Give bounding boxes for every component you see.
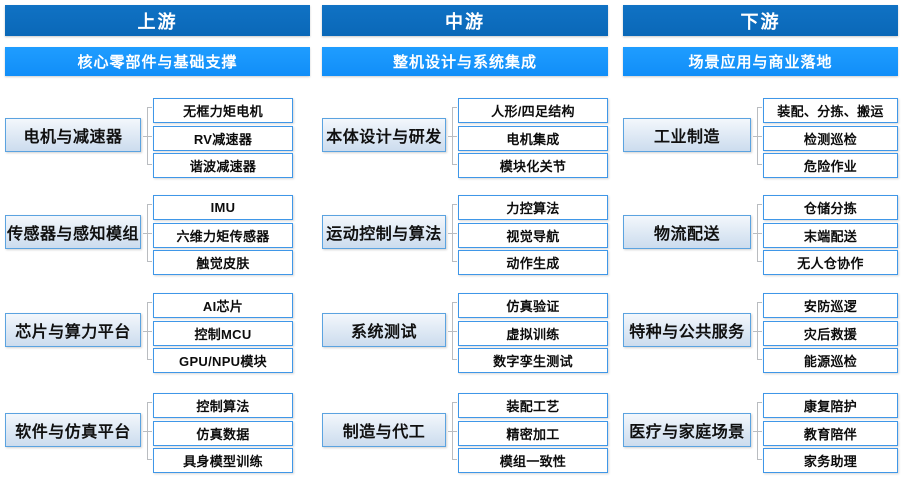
child-box[interactable]: 模组一致性 bbox=[458, 448, 608, 473]
category-box[interactable]: 工业制造 bbox=[623, 118, 751, 152]
row-group: 医疗与家庭场景 康复陪护 教育陪伴 家务助理 bbox=[623, 390, 898, 473]
child-box[interactable]: 灾后救援 bbox=[763, 321, 898, 346]
child-box[interactable]: 人形/四足结构 bbox=[458, 98, 608, 123]
child-box[interactable]: 无人仓协作 bbox=[763, 250, 898, 275]
child-box[interactable]: 危险作业 bbox=[763, 153, 898, 178]
child-box[interactable]: IMU bbox=[153, 195, 293, 220]
child-box[interactable]: 安防巡逻 bbox=[763, 293, 898, 318]
child-box[interactable]: 数字孪生测试 bbox=[458, 348, 608, 373]
tier-header-downstream: 下游 bbox=[623, 5, 898, 36]
row-group: 本体设计与研发 人形/四足结构 电机集成 模块化关节 bbox=[322, 95, 608, 178]
child-box[interactable]: 具身模型训练 bbox=[153, 448, 293, 473]
bracket-connector bbox=[143, 200, 152, 266]
child-box[interactable]: 装配工艺 bbox=[458, 393, 608, 418]
row-group: 电机与减速器 无框力矩电机 RV减速器 谐波减速器 bbox=[5, 95, 310, 178]
row-group: 传感器与感知模组 IMU 六维力矩传感器 触觉皮肤 bbox=[5, 192, 310, 275]
row-group: 系统测试 仿真验证 虚拟训练 数字孪生测试 bbox=[322, 290, 608, 373]
category-box[interactable]: 电机与减速器 bbox=[5, 118, 141, 152]
column-downstream: 下游 场景应用与商业落地 工业制造 装配、分拣、搬运 检测巡检 危险作业 物流配… bbox=[623, 0, 898, 488]
row-group: 芯片与算力平台 AI芯片 控制MCU GPU/NPU模块 bbox=[5, 290, 310, 373]
child-box[interactable]: 视觉导航 bbox=[458, 223, 608, 248]
bracket-connector bbox=[448, 298, 457, 364]
child-box[interactable]: 无框力矩电机 bbox=[153, 98, 293, 123]
category-box[interactable]: 本体设计与研发 bbox=[322, 118, 446, 152]
tier-header-midstream: 中游 bbox=[322, 5, 608, 36]
child-box[interactable]: 六维力矩传感器 bbox=[153, 223, 293, 248]
category-box[interactable]: 芯片与算力平台 bbox=[5, 313, 141, 347]
bracket-connector bbox=[753, 200, 762, 266]
category-box[interactable]: 系统测试 bbox=[322, 313, 446, 347]
bracket-connector bbox=[448, 398, 457, 464]
child-box[interactable]: 仿真数据 bbox=[153, 421, 293, 446]
category-box[interactable]: 运动控制与算法 bbox=[322, 215, 446, 249]
child-box[interactable]: 谐波减速器 bbox=[153, 153, 293, 178]
child-box[interactable]: 控制MCU bbox=[153, 321, 293, 346]
bracket-connector bbox=[143, 103, 152, 169]
child-box[interactable]: GPU/NPU模块 bbox=[153, 348, 293, 373]
tier-subheader-upstream: 核心零部件与基础支撑 bbox=[5, 47, 310, 76]
row-group: 运动控制与算法 力控算法 视觉导航 动作生成 bbox=[322, 192, 608, 275]
bracket-connector bbox=[448, 200, 457, 266]
child-box[interactable]: 康复陪护 bbox=[763, 393, 898, 418]
child-box[interactable]: 动作生成 bbox=[458, 250, 608, 275]
child-box[interactable]: 装配、分拣、搬运 bbox=[763, 98, 898, 123]
row-group: 物流配送 仓储分拣 末端配送 无人仓协作 bbox=[623, 192, 898, 275]
child-box[interactable]: 能源巡检 bbox=[763, 348, 898, 373]
child-box[interactable]: 仿真验证 bbox=[458, 293, 608, 318]
category-box[interactable]: 软件与仿真平台 bbox=[5, 413, 141, 447]
child-box[interactable]: 电机集成 bbox=[458, 126, 608, 151]
child-box[interactable]: 力控算法 bbox=[458, 195, 608, 220]
column-upstream: 上游 核心零部件与基础支撑 电机与减速器 无框力矩电机 RV减速器 谐波减速器 … bbox=[5, 0, 310, 488]
child-box[interactable]: 模块化关节 bbox=[458, 153, 608, 178]
tier-subheader-midstream: 整机设计与系统集成 bbox=[322, 47, 608, 76]
child-box[interactable]: 检测巡检 bbox=[763, 126, 898, 151]
bracket-connector bbox=[753, 103, 762, 169]
child-box[interactable]: 触觉皮肤 bbox=[153, 250, 293, 275]
bracket-connector bbox=[448, 103, 457, 169]
tier-header-upstream: 上游 bbox=[5, 5, 310, 36]
child-box[interactable]: RV减速器 bbox=[153, 126, 293, 151]
row-group: 特种与公共服务 安防巡逻 灾后救援 能源巡检 bbox=[623, 290, 898, 373]
child-box[interactable]: 家务助理 bbox=[763, 448, 898, 473]
child-box[interactable]: 精密加工 bbox=[458, 421, 608, 446]
child-box[interactable]: 教育陪伴 bbox=[763, 421, 898, 446]
tier-subheader-downstream: 场景应用与商业落地 bbox=[623, 47, 898, 76]
row-group: 制造与代工 装配工艺 精密加工 模组一致性 bbox=[322, 390, 608, 473]
category-box[interactable]: 医疗与家庭场景 bbox=[623, 413, 751, 447]
bracket-connector bbox=[753, 398, 762, 464]
category-box[interactable]: 传感器与感知模组 bbox=[5, 215, 141, 249]
bracket-connector bbox=[753, 298, 762, 364]
category-box[interactable]: 特种与公共服务 bbox=[623, 313, 751, 347]
child-box[interactable]: 末端配送 bbox=[763, 223, 898, 248]
category-box[interactable]: 制造与代工 bbox=[322, 413, 446, 447]
child-box[interactable]: 仓储分拣 bbox=[763, 195, 898, 220]
row-group: 软件与仿真平台 控制算法 仿真数据 具身模型训练 bbox=[5, 390, 310, 473]
child-box[interactable]: AI芯片 bbox=[153, 293, 293, 318]
category-box[interactable]: 物流配送 bbox=[623, 215, 751, 249]
bracket-connector bbox=[143, 298, 152, 364]
child-box[interactable]: 控制算法 bbox=[153, 393, 293, 418]
bracket-connector bbox=[143, 398, 152, 464]
column-midstream: 中游 整机设计与系统集成 本体设计与研发 人形/四足结构 电机集成 模块化关节 … bbox=[322, 0, 608, 488]
child-box[interactable]: 虚拟训练 bbox=[458, 321, 608, 346]
row-group: 工业制造 装配、分拣、搬运 检测巡检 危险作业 bbox=[623, 95, 898, 178]
